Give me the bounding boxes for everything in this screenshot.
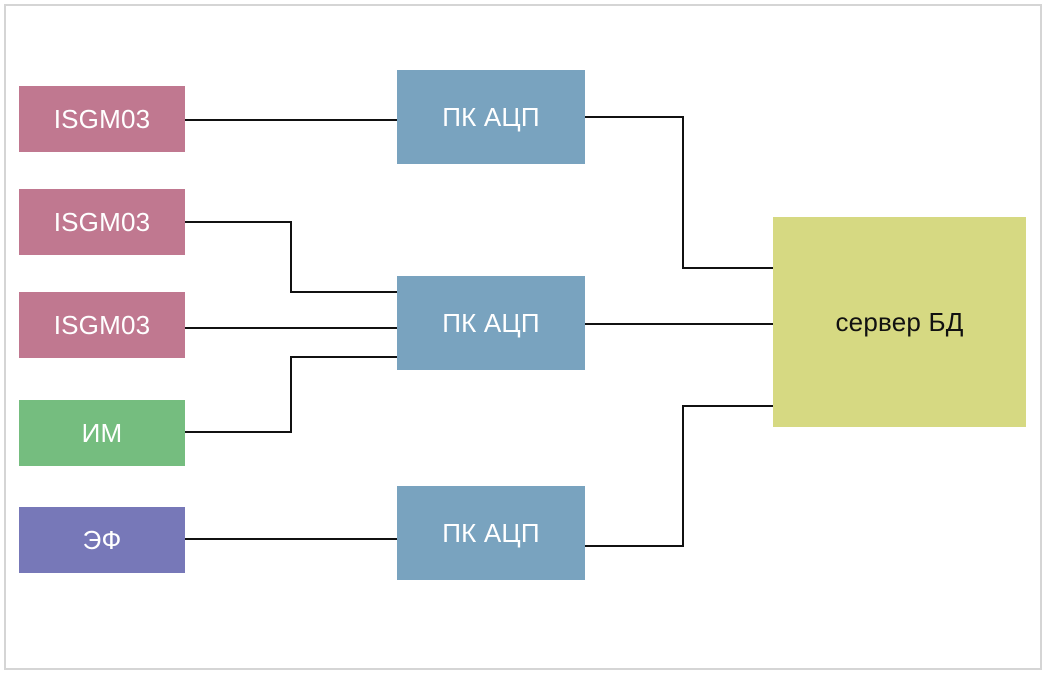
converter-pc-adc-3: ПК АЦП (397, 486, 585, 580)
connector-source-2-to-converter-2 (185, 221, 397, 293)
server-label: сервер БД (835, 306, 964, 337)
connector-converter-3-to-server (585, 405, 773, 547)
connector-source-4-to-converter-2 (185, 356, 397, 433)
source-label: ЭФ (82, 524, 122, 555)
converter-label: ПК АЦП (442, 307, 540, 338)
converter-label: ПК АЦП (442, 101, 540, 132)
source-isgm03-1: ISGM03 (19, 86, 185, 152)
converter-pc-adc-2: ПК АЦП (397, 276, 585, 370)
connector-converter-1-to-server (585, 116, 773, 269)
converter-pc-adc-1: ПК АЦП (397, 70, 585, 164)
source-isgm03-2: ISGM03 (19, 189, 185, 255)
database-server: сервер БД (773, 217, 1026, 427)
source-label: ISGM03 (53, 103, 151, 134)
converter-label: ПК АЦП (442, 517, 540, 548)
source-label: ИМ (81, 417, 123, 448)
source-isgm03-3: ISGM03 (19, 292, 185, 358)
source-ef: ЭФ (19, 507, 185, 573)
source-label: ISGM03 (53, 309, 151, 340)
source-im: ИМ (19, 400, 185, 466)
source-label: ISGM03 (53, 206, 151, 237)
